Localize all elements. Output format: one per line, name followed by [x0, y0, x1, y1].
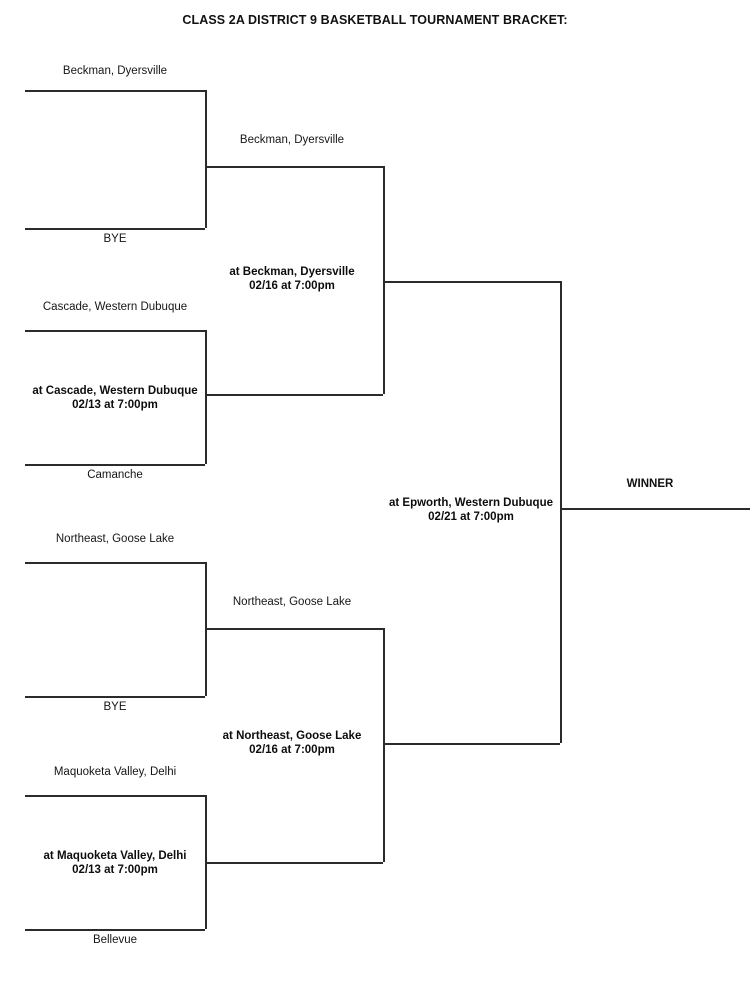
round1-game2-bottom-line	[25, 464, 205, 466]
winner-line	[560, 508, 750, 510]
round1-game1-top-line	[25, 90, 205, 92]
final-game-datetime: 02/21 at 7:00pm	[428, 511, 514, 523]
round1-game4-site: at Maquoketa Valley, Delhi	[43, 850, 187, 862]
round1-game2-connector	[205, 330, 207, 464]
round1-game2-site: at Cascade, Western Dubuque	[32, 385, 198, 397]
round1-game1-connector	[205, 90, 207, 228]
final-game-site: at Epworth, Western Dubuque	[389, 497, 553, 509]
round2-game1-advancing-team: Beckman, Dyersville	[239, 134, 345, 146]
round2-game2-datetime: 02/16 at 7:00pm	[249, 744, 335, 756]
round2-game1-site: at Beckman, Dyersville	[229, 266, 355, 278]
final-bottom-line	[383, 743, 560, 745]
round1-game1-bottom-line	[25, 228, 205, 230]
round2-game1-bottom-line	[205, 394, 383, 396]
round2-game2-site: at Northeast, Goose Lake	[222, 730, 362, 742]
round2-game1-connector	[383, 166, 385, 394]
round1-game4-top-line	[25, 795, 205, 797]
round1-game3-top-team: Northeast, Goose Lake	[55, 533, 175, 545]
round2-game1-top-line	[205, 166, 383, 168]
final-top-line	[383, 281, 560, 283]
round1-game2-top-line	[25, 330, 205, 332]
page-title: CLASS 2A DISTRICT 9 BASKETBALL TOURNAMEN…	[182, 13, 568, 27]
round2-game2-bottom-line	[205, 862, 383, 864]
round1-game4-top-team: Maquoketa Valley, Delhi	[53, 766, 177, 778]
round1-game1-bottom-team: BYE	[103, 233, 127, 245]
round2-game2-top-line	[205, 628, 383, 630]
round1-game2-datetime: 02/13 at 7:00pm	[72, 399, 158, 411]
round2-game2-connector	[383, 628, 385, 862]
round1-game3-top-line	[25, 562, 205, 564]
round1-game4-bottom-line	[25, 929, 205, 931]
round1-game4-bottom-team: Bellevue	[92, 934, 138, 946]
round1-game3-bottom-team: BYE	[103, 701, 127, 713]
round2-game2-advancing-team: Northeast, Goose Lake	[232, 596, 352, 608]
final-connector	[560, 281, 562, 743]
winner-label: WINNER	[626, 478, 674, 490]
round1-game1-top-team: Beckman, Dyersville	[62, 65, 168, 77]
round1-game2-top-team: Cascade, Western Dubuque	[42, 301, 188, 313]
round1-game3-bottom-line	[25, 696, 205, 698]
round1-game4-datetime: 02/13 at 7:00pm	[72, 864, 158, 876]
round1-game2-bottom-team: Camanche	[87, 469, 143, 481]
round2-game1-datetime: 02/16 at 7:00pm	[249, 280, 335, 292]
